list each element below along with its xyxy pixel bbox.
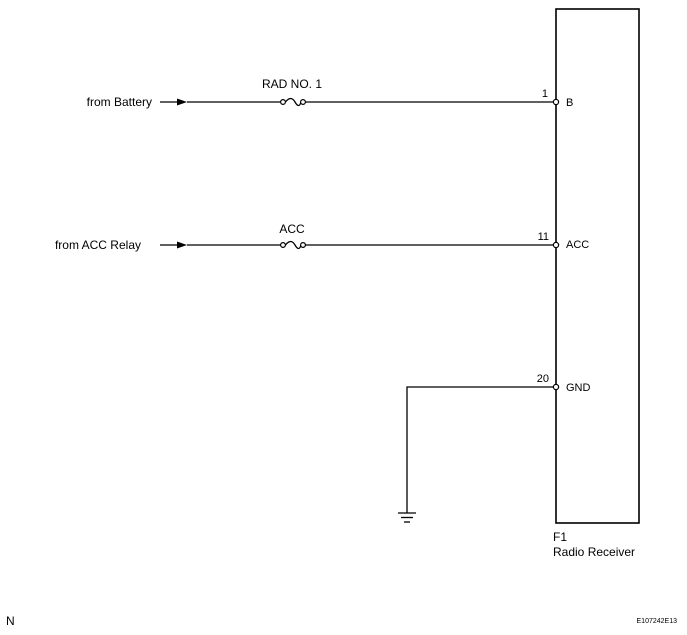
pin-1-name: B	[566, 97, 573, 109]
pin-20-name: GND	[566, 382, 591, 394]
figure-id: E107242E13	[637, 618, 678, 625]
pin-11-name: ACC	[566, 239, 589, 251]
pin-20-number: 20	[537, 373, 549, 385]
acc-relay-arrow-icon	[160, 241, 187, 249]
acc-fuse-icon	[280, 240, 307, 250]
battery-arrow-icon	[160, 98, 187, 106]
rad-no1-fuse-label: RAD NO. 1	[262, 77, 322, 91]
ground-wire	[406, 386, 553, 513]
pin-11-terminal	[552, 241, 560, 249]
from-battery-label: from Battery	[87, 95, 152, 109]
pin-1-number: 1	[542, 88, 548, 100]
from-acc-relay-label: from ACC Relay	[55, 238, 141, 252]
pin-1-terminal	[552, 98, 560, 106]
rad-no1-fuse-icon	[280, 97, 307, 107]
component-name: Radio Receiver	[553, 545, 635, 559]
footer-left-mark: N	[6, 614, 15, 628]
ground-symbol-icon	[398, 512, 416, 523]
component-code: F1	[553, 530, 567, 544]
pin-20-terminal	[552, 383, 560, 391]
radio-receiver-box	[555, 8, 640, 524]
pin-11-number: 11	[538, 231, 549, 243]
acc-fuse-label: ACC	[279, 222, 305, 236]
